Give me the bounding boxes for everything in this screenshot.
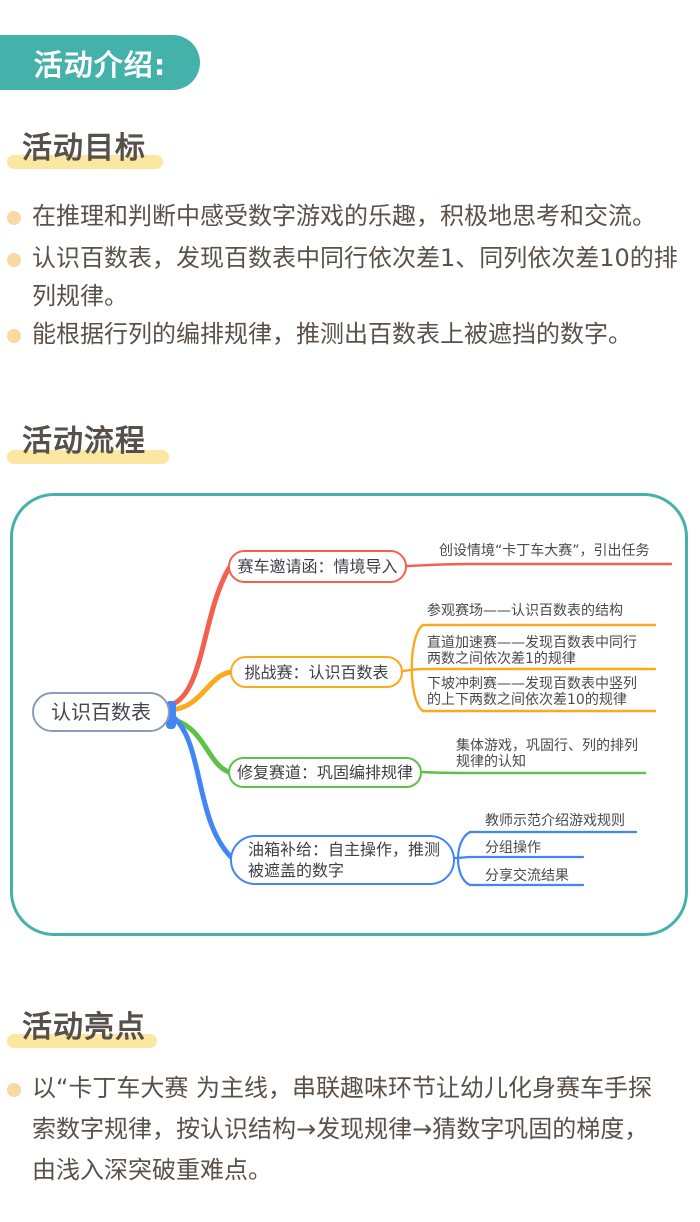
mindmap-leaf: 直道加速赛——发现百数表中同行 两数之间依次差1的规律 (427, 635, 637, 667)
mindmap-leaf-line: 参观赛场——认识百数表的结构 (427, 603, 623, 619)
intro-badge: 活动介绍: (0, 35, 200, 90)
goal-item-line: 能根据行列的编排规律，推测出百数表上被遮挡的数字。 (32, 320, 632, 348)
intro-badge-label: 活动介绍: (33, 47, 167, 82)
mindmap-leaf-line: 两数之间依次差1的规律 (427, 651, 576, 667)
mindmap-node-label: 赛车邀请函：情境导入 (237, 557, 398, 576)
goal-item-line: 在推理和判断中感受数字游戏的乐趣，积极地思考和交流。 (32, 202, 656, 230)
mindmap-leaf: 分组操作 (485, 840, 541, 856)
highlight-item: 以“卡丁车大赛 为主线，串联趣味环节让幼儿化身赛车手探 索数字规律，按认识结构→… (32, 1068, 652, 1191)
process-title-highlight (7, 450, 169, 464)
mindmap-node-label: 油箱补给：自主操作，推测 (248, 840, 441, 859)
mindmap-leaf-line: 规律的认知 (456, 754, 526, 770)
goal-item: 认识百数表，发现百数表中同行依次差1、同列依次差10的排 列规律。 (32, 239, 678, 315)
mindmap-node-repair: 修复赛道：巩固编排规律 (228, 757, 422, 788)
section-title-goals: 活动目标 (22, 131, 146, 166)
goal-item: 在推理和判断中感受数字游戏的乐趣，积极地思考和交流。 (32, 197, 656, 235)
mindmap-leaf: 集体游戏，巩固行、列的排列 规律的认知 (456, 738, 638, 770)
mindmap-node-challenge: 挑战赛：认识百数表 (230, 656, 403, 688)
mindmap-leaf-line: 分享交流结果 (485, 868, 569, 884)
mindmap-root-node: 认识百数表 (32, 692, 170, 732)
highlight-item-line: 索数字规律，按认识结构→发现规律→猜数字巩固的梯度， (32, 1115, 649, 1143)
mindmap-leaf-line: 的上下两数之间依次差10的规律 (427, 692, 627, 708)
mindmap-leaf: 下坡冲刺赛——发现百数表中竖列 的上下两数之间依次差10的规律 (427, 676, 637, 708)
highlight-item-line: 由浅入深突破重难点。 (32, 1156, 272, 1184)
section-title-process: 活动流程 (22, 424, 146, 459)
section-title-highlights: 活动亮点 (22, 1010, 146, 1045)
goal-item: 能根据行列的编排规律，推测出百数表上被遮挡的数字。 (32, 315, 632, 353)
mindmap-panel: 认识百数表 赛车邀请函：情境导入 挑战赛：认识百数表 修复赛道：巩固编排规律 油… (10, 493, 688, 936)
mindmap-node-label: 挑战赛：认识百数表 (244, 662, 389, 682)
bullet-dot (7, 329, 21, 343)
bullet-dot (7, 211, 21, 225)
goals-title-highlight (7, 155, 163, 169)
mindmap-leaf: 参观赛场——认识百数表的结构 (427, 603, 623, 619)
mindmap-leaf-line: 直道加速赛——发现百数表中同行 (427, 635, 637, 651)
mindmap-leaf-line: 教师示范介绍游戏规则 (485, 813, 625, 829)
mindmap-node-invitation: 赛车邀请函：情境导入 (228, 550, 407, 583)
goal-item-line: 认识百数表，发现百数表中同行依次差1、同列依次差10的排 (32, 244, 678, 272)
mindmap-leaf: 教师示范介绍游戏规则 (485, 813, 625, 829)
mindmap-leaf-line: 集体游戏，巩固行、列的排列 (456, 738, 638, 754)
mindmap-leaf: 分享交流结果 (485, 868, 569, 884)
mindmap-root-label: 认识百数表 (51, 699, 151, 724)
mindmap-node-refuel: 油箱补给：自主操作，推测 被遮盖的数字 (230, 835, 455, 885)
highlight-item-line: 以“卡丁车大赛 为主线，串联趣味环节让幼儿化身赛车手探 (32, 1074, 653, 1102)
mindmap-leaf-line: 创设情境“卡丁车大赛”，引出任务 (439, 543, 650, 559)
goal-item-line: 列规律。 (32, 282, 128, 310)
mindmap-leaf-line: 下坡冲刺赛——发现百数表中竖列 (427, 676, 637, 692)
mindmap-leaf-line: 分组操作 (485, 840, 541, 856)
bullet-dot (7, 1083, 21, 1097)
mindmap-leaf: 创设情境“卡丁车大赛”，引出任务 (439, 543, 650, 559)
mindmap-node-label: 修复赛道：巩固编排规律 (236, 763, 413, 782)
mindmap-node-label: 被遮盖的数字 (248, 861, 345, 880)
mindmap-connectors (166, 562, 673, 887)
bullet-dot (7, 253, 21, 267)
highlights-title-highlight (7, 1034, 157, 1048)
